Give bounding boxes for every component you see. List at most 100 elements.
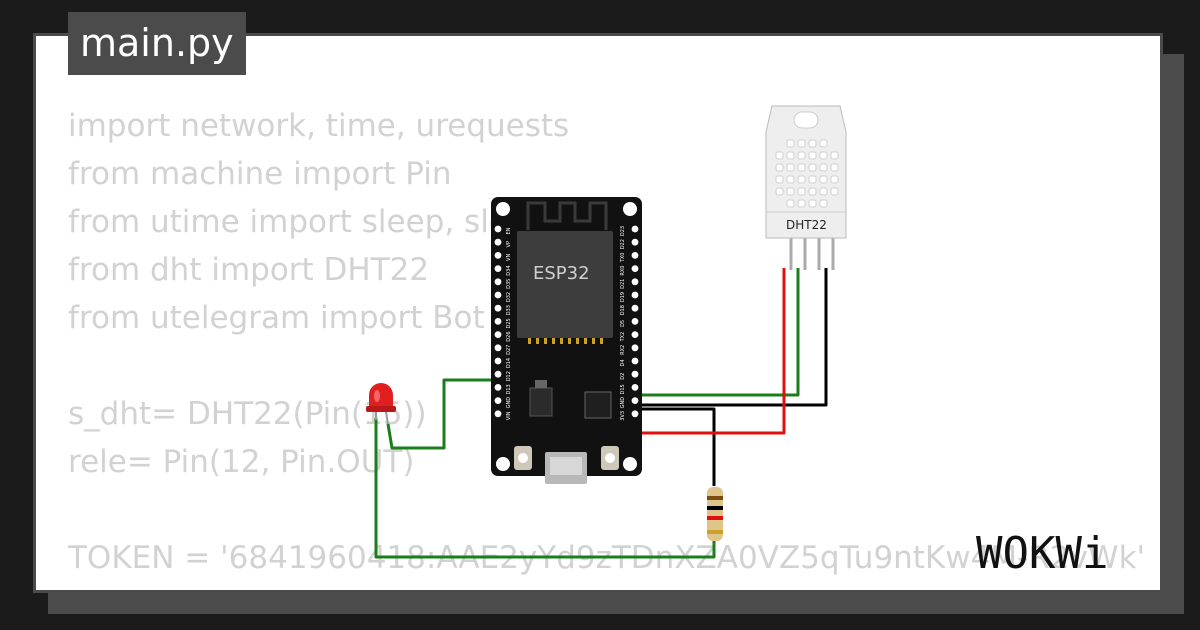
sensor-vent xyxy=(786,163,795,172)
board-pin-hole[interactable] xyxy=(494,370,502,378)
board-pin-hole[interactable] xyxy=(494,252,502,259)
sensor-vent xyxy=(797,175,806,184)
board-pin-label: D26 xyxy=(506,331,512,341)
board-pin-label: TX2 xyxy=(620,332,626,343)
board-pin-label: D21 xyxy=(620,279,626,289)
red-led[interactable] xyxy=(366,383,396,425)
board-pin-label: D15 xyxy=(620,384,626,394)
board-pin-label: D4 xyxy=(620,359,626,366)
code-line: import network, time, urequests xyxy=(68,108,570,144)
board-pin-label: D22 xyxy=(620,239,626,249)
board-pin-hole[interactable] xyxy=(631,344,639,352)
board-pin-hole[interactable] xyxy=(631,238,639,246)
board-pin-hole[interactable] xyxy=(631,370,639,378)
module-pad xyxy=(560,338,563,344)
board-pin-hole[interactable] xyxy=(631,278,639,286)
board-pin-hole[interactable] xyxy=(631,291,639,299)
filename-tab: main.py xyxy=(68,12,246,75)
board-pin-label: RX2 xyxy=(620,345,626,355)
board-pin-label: RX0 xyxy=(620,266,626,276)
board-pin-hole[interactable] xyxy=(631,225,639,233)
board-pin-label: VN xyxy=(506,254,512,261)
esp32-board[interactable]: ESP32 ENVPVND34D35D32D33D25D26D27D14D12D… xyxy=(491,197,642,484)
sensor-vent xyxy=(819,187,828,196)
board-pin-hole[interactable] xyxy=(494,278,502,286)
board-pin-label: D2 xyxy=(620,373,626,380)
wire-sensor-gnd-black xyxy=(634,268,828,407)
sensor-vent xyxy=(808,163,817,172)
board-pin-hole[interactable] xyxy=(631,384,639,391)
sensor-vent xyxy=(808,175,817,184)
sensor-vent xyxy=(808,139,817,148)
board-pin-label: GND xyxy=(506,397,512,409)
board-pin-hole[interactable] xyxy=(631,357,639,365)
sensor-vent xyxy=(775,151,784,160)
sensor-vent xyxy=(786,199,795,208)
sensor-vent xyxy=(808,151,817,160)
board-pin-hole[interactable] xyxy=(631,304,639,312)
board-pin-label: D19 xyxy=(620,292,626,302)
wire-led-resistor-green xyxy=(374,418,716,559)
code-line: rele= Pin(12, Pin.OUT) xyxy=(68,444,415,480)
svg-text:WOKWi: WOKWi xyxy=(976,528,1108,579)
sensor-vent xyxy=(819,163,828,172)
sensor-vent xyxy=(830,163,839,172)
board-pin-label: D32 xyxy=(506,292,512,302)
board-pin-hole[interactable] xyxy=(494,304,502,312)
wokwi-logo: WOKWi xyxy=(976,528,1108,579)
board-pin-hole[interactable] xyxy=(494,238,502,246)
sensor-vent xyxy=(830,151,839,160)
module-pad xyxy=(592,338,595,344)
board-pin-label: D23 xyxy=(620,226,626,236)
resistor[interactable] xyxy=(707,487,723,541)
board-pin-label: 3V3 xyxy=(620,411,626,421)
sensor-vent xyxy=(830,187,839,196)
board-pin-hole[interactable] xyxy=(494,384,502,391)
board-pin-label: D35 xyxy=(506,279,512,289)
board-pin-hole[interactable] xyxy=(631,252,639,259)
board-pin-hole[interactable] xyxy=(631,331,639,338)
sensor-vent xyxy=(786,151,795,160)
board-pin-label: EN xyxy=(506,227,512,234)
board-pin-hole[interactable] xyxy=(494,225,502,233)
board-pin-label: VP xyxy=(506,241,512,247)
sensor-vent xyxy=(786,139,795,148)
dht22-sensor[interactable]: DHT22 xyxy=(765,105,847,270)
board-pin-hole[interactable] xyxy=(631,265,639,272)
board-pin-label: GND xyxy=(620,397,626,409)
sensor-vent xyxy=(819,175,828,184)
board-pin-hole[interactable] xyxy=(494,357,502,365)
sensor-vent xyxy=(797,151,806,160)
board-pin-hole[interactable] xyxy=(494,265,502,272)
sensor-vent xyxy=(819,151,828,160)
board-pin-label: D18 xyxy=(620,305,626,315)
board-pin-label: D33 xyxy=(506,305,512,315)
sensor-vent xyxy=(808,187,817,196)
board-pin-label: D5 xyxy=(620,320,626,327)
board-pin-hole[interactable] xyxy=(631,397,639,404)
sensor-vent xyxy=(797,199,806,208)
module-pad xyxy=(528,338,531,344)
board-pin-hole[interactable] xyxy=(494,318,502,325)
module-pad xyxy=(552,338,555,344)
board-pin-hole[interactable] xyxy=(494,331,502,338)
board-pin-label: VIN xyxy=(506,411,512,420)
sensor-label: DHT22 xyxy=(786,218,827,232)
module-pad xyxy=(544,338,547,344)
sensor-vent xyxy=(808,199,817,208)
board-pin-hole[interactable] xyxy=(494,397,502,404)
board-pin-hole[interactable] xyxy=(494,344,502,352)
board-pin-hole[interactable] xyxy=(631,318,639,325)
board-pin-label: D34 xyxy=(506,265,512,275)
sensor-vent xyxy=(786,175,795,184)
sensor-vent xyxy=(775,175,784,184)
board-pin-hole[interactable] xyxy=(494,410,502,418)
board-pin-label: TX0 xyxy=(620,253,626,264)
board-pin-hole[interactable] xyxy=(631,410,639,418)
sensor-vent xyxy=(797,187,806,196)
wire-resistor-black xyxy=(634,407,716,486)
board-pin-label: D14 xyxy=(506,358,512,368)
board-pin-hole[interactable] xyxy=(494,291,502,299)
